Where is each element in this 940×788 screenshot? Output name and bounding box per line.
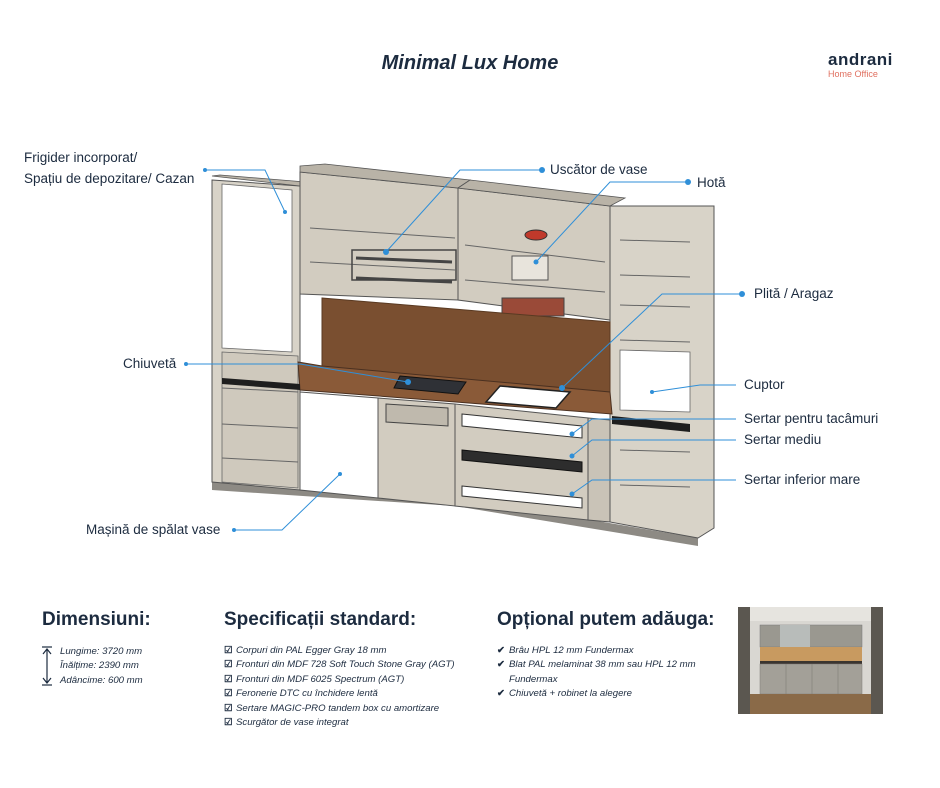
callout-sink: Chiuvetă — [123, 356, 177, 371]
callout-large-drawer: Sertar inferior mare — [744, 472, 861, 487]
callout-lines — [186, 169, 742, 531]
double-arrow-icon — [42, 646, 52, 686]
check-icon: ☑ — [224, 673, 233, 685]
callout-dish-rack: Uscător de vase — [550, 162, 648, 177]
list-item: ☑Fronturi din MDF 728 Soft Touch Stone G… — [224, 658, 455, 672]
callout-fridge-line2: Spațiu de depozitare/ Cazan — [24, 171, 195, 186]
list-item: ✔Brâu HPL 12 mm Fundermax — [497, 644, 696, 658]
large-drawer — [461, 485, 583, 509]
dimension-length: Lungime: 3720 mm — [60, 646, 143, 657]
check-icon: ☑ — [224, 688, 233, 700]
check-icon: ☑ — [224, 702, 233, 714]
oven-opening — [619, 349, 691, 413]
check-icon: ✔ — [497, 659, 506, 671]
callout-dishwasher: Mașină de spălat vase — [86, 522, 221, 537]
kitchen-photo — [738, 607, 883, 714]
list-item: ☑Feronerie DTC cu închidere lentă — [224, 687, 455, 701]
callout-cutlery-drawer: Sertar pentru tacâmuri — [744, 411, 879, 426]
optional-list: ✔Brâu HPL 12 mm Fundermax ✔Blat PAL mela… — [497, 644, 696, 702]
callout-dots — [184, 167, 745, 532]
left-base-shelves — [221, 351, 299, 489]
dimensions-title: Dimensiuni: — [42, 609, 151, 630]
callout-oven: Cuptor — [744, 377, 785, 392]
list-item: Fundermax — [509, 673, 558, 685]
callout-hob: Plită / Aragaz — [754, 286, 834, 301]
brand-logo: andrani Home Office — [828, 50, 893, 79]
hood — [511, 255, 549, 281]
cutlery-drawer — [461, 413, 583, 439]
medium-drawer — [461, 449, 583, 473]
standard-specs-title: Specificații standard: — [224, 609, 417, 630]
standard-specs-list: ☑Corpuri din PAL Egger Gray 18 mm ☑Front… — [224, 644, 455, 730]
dimension-height: Înălțime: 2390 mm — [60, 660, 139, 672]
callout-medium-drawer: Sertar mediu — [744, 432, 822, 447]
list-item: ☑Sertare MAGIC-PRO tandem box cu amortiz… — [224, 702, 455, 716]
dishwasher-space — [299, 391, 379, 499]
list-item: ☑Fronturi din MDF 6025 Spectrum (AGT) — [224, 673, 455, 687]
hood-vent — [524, 229, 548, 241]
page-title: Minimal Lux Home — [381, 52, 559, 74]
sink — [393, 375, 467, 395]
list-item: ✔Chiuvetă + robinet la alegere — [497, 687, 696, 701]
check-icon: ✔ — [497, 688, 506, 700]
brand-name: andrani — [828, 50, 893, 69]
kitchen-drawing — [184, 163, 745, 546]
dimensions-list: Lungime: 3720 mm Înălțime: 2390 mm Adânc… — [60, 645, 143, 688]
check-icon: ✔ — [497, 645, 506, 656]
callout-hood: Hotă — [697, 175, 726, 190]
plinth — [212, 482, 698, 546]
fridge-opening — [221, 183, 293, 353]
check-icon: ☑ — [224, 645, 233, 656]
callout-fridge-line1: Frigider incorporat/ — [24, 150, 138, 165]
brand-subtitle: Home Office — [828, 69, 878, 79]
list-item: ✔Blat PAL melaminat 38 mm sau HPL 12 mm — [497, 658, 696, 672]
optional-title: Opțional putem adăuga: — [497, 609, 715, 630]
list-item: ☑Scurgător de vase integrat — [224, 716, 455, 730]
list-item: ☑Corpuri din PAL Egger Gray 18 mm — [224, 644, 455, 658]
check-icon: ☑ — [224, 717, 233, 729]
check-icon: ☑ — [224, 659, 233, 671]
dimension-depth: Adâncime: 600 mm — [60, 674, 143, 686]
hob — [484, 385, 572, 409]
